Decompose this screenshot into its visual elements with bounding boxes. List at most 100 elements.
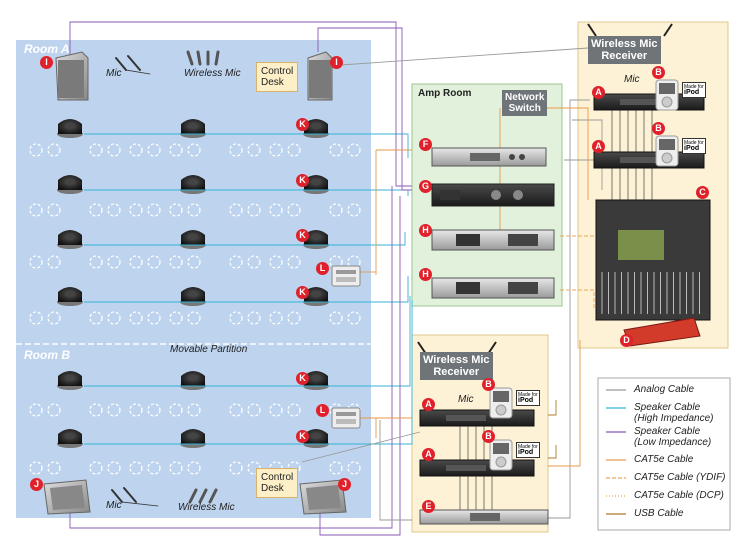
network-switch-label-2: Switch	[508, 103, 541, 114]
partition-label: Movable Partition	[170, 344, 248, 355]
legend-lines	[606, 389, 626, 515]
wired-mics-a	[115, 55, 151, 75]
marker-l-b: L	[316, 404, 329, 417]
marker-a-4: A	[422, 448, 435, 461]
badge-ipod: iPod	[518, 397, 534, 404]
legend-label: Speaker Cable	[634, 426, 701, 437]
marker-e: E	[422, 500, 435, 513]
marker-b-2: B	[652, 122, 665, 135]
marker-g: G	[419, 180, 432, 193]
badge-ipod: iPod	[684, 145, 700, 152]
network-switch: Network Switch	[502, 90, 548, 116]
legend-label: (High Impedance)	[634, 413, 714, 424]
wireless-receiver-bottom: Wireless Mic Receiver	[420, 352, 493, 380]
legend-label: Speaker Cable	[634, 402, 701, 413]
marker-k-4: K	[296, 286, 309, 299]
ipod-3	[489, 387, 513, 419]
device-f-processor	[431, 147, 547, 167]
marker-f: F	[419, 138, 432, 151]
control-desk-a[interactable]: Control Desk	[256, 62, 299, 92]
network-switch-label-1: Network	[505, 92, 545, 103]
control-desk-label-1: Control	[261, 472, 294, 483]
floor-monitor-left-b	[43, 479, 91, 515]
amp-room-title: Amp Room	[418, 88, 472, 99]
badge-made-for: Made for	[518, 444, 538, 450]
legend-item: USB Cable	[634, 508, 683, 519]
legend-label: Analog Cable	[634, 384, 695, 395]
marker-l-a: L	[316, 262, 329, 275]
control-desk-label-1: Control	[261, 66, 294, 77]
device-c-mixer	[595, 199, 711, 321]
receiver-a-2	[593, 151, 705, 169]
loudspeaker-right-a	[307, 51, 333, 101]
marker-h-2: H	[419, 268, 432, 281]
marker-a-3: A	[422, 398, 435, 411]
marker-i-right-a: I	[330, 56, 343, 69]
wireless-receiver-label-1: Wireless Mic	[423, 354, 490, 366]
legend-label: USB Cable	[634, 508, 684, 519]
legend-label: CAT5e Cable	[634, 454, 694, 465]
mic-label-bottom-rack: Mic	[458, 394, 474, 405]
marker-h-1: H	[419, 224, 432, 237]
control-panel-b[interactable]	[331, 407, 361, 429]
room-a-title: Room A	[24, 42, 70, 56]
ipod-4	[489, 439, 513, 471]
device-e-processor	[419, 509, 549, 525]
legend-item: Analog Cable	[634, 384, 694, 395]
mic-label-a: Mic	[106, 68, 122, 79]
wireless-receiver-label-1: Wireless Mic	[591, 38, 658, 50]
legend-item: Speaker Cable(High Impedance)	[634, 402, 713, 424]
marker-a-1: A	[592, 86, 605, 99]
badge-made-for: Made for	[518, 392, 538, 398]
receiver-a-4	[419, 459, 535, 477]
ipod-1	[655, 79, 679, 111]
wireless-mic-label-b: Wireless Mic	[178, 502, 235, 513]
badge-ipod: iPod	[684, 89, 700, 96]
receiver-a-3	[419, 409, 535, 427]
marker-a-2: A	[592, 140, 605, 153]
marker-k-2: K	[296, 174, 309, 187]
marker-b-3: B	[482, 378, 495, 391]
marker-d: D	[620, 334, 633, 347]
legend-item: CAT5e Cable (DCP)	[634, 490, 724, 501]
legend-label: (Low Impedance)	[634, 437, 712, 448]
device-g-amplifier	[431, 183, 555, 207]
wireless-receiver-top: Wireless Mic Receiver	[588, 36, 661, 64]
marker-k-1: K	[296, 118, 309, 131]
mic-label-rack: Mic	[624, 74, 640, 85]
mic-label-b: Mic	[106, 500, 122, 511]
control-desk-label-2: Desk	[261, 483, 284, 494]
marker-i-left-a: I	[40, 56, 53, 69]
marker-k-5: K	[296, 372, 309, 385]
legend-item: Speaker Cable(Low Impedance)	[634, 426, 711, 448]
control-desk-b[interactable]: Control Desk	[256, 468, 299, 498]
marker-k-3: K	[296, 229, 309, 242]
speaker-cables-low	[69, 21, 412, 536]
wireless-mics-b	[188, 488, 218, 504]
wired-mics-b	[111, 487, 159, 507]
badge-ipod: iPod	[518, 449, 534, 456]
loudspeaker-left-a	[55, 51, 89, 101]
legend-label: CAT5e Cable (DCP)	[634, 490, 724, 501]
marker-c: C	[696, 186, 709, 199]
control-desk-label-2: Desk	[261, 77, 284, 88]
wireless-mics-a	[186, 50, 220, 66]
legend-item: CAT5e Cable (YDIF)	[634, 472, 726, 483]
control-panel-a[interactable]	[331, 265, 361, 287]
floor-monitor-right-b	[299, 479, 347, 515]
legend-box	[597, 377, 731, 531]
device-h-amplifier-2	[431, 277, 555, 299]
badge-made-for: Made for	[684, 140, 704, 146]
wireless-receiver-label-2: Receiver	[433, 366, 480, 378]
legend-label: CAT5e Cable (YDIF)	[634, 472, 726, 483]
usb-cables	[548, 400, 557, 459]
wireless-mic-label-a: Wireless Mic	[184, 68, 241, 79]
device-h-amplifier-1	[431, 229, 555, 251]
wireless-receiver-label-2: Receiver	[601, 50, 648, 62]
marker-b-1: B	[652, 66, 665, 79]
